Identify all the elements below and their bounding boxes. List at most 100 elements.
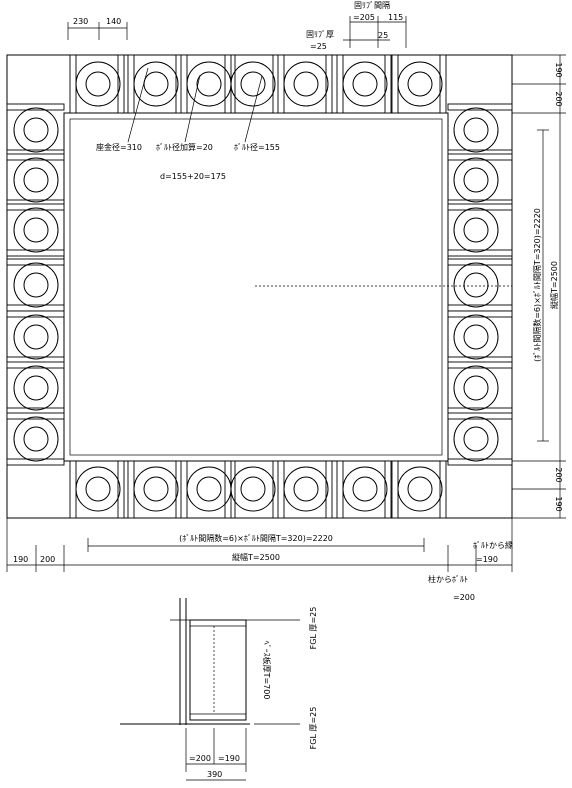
- stiffener-rib: [6, 258, 65, 266]
- bolt-pitch-vertical: (ﾎﾞﾙﾄ間隔数=6)×ﾎﾞﾙﾄ間隔T=320)=2220: [532, 208, 542, 362]
- washer-outer: [13, 107, 59, 153]
- stiffener-rib: [224, 460, 232, 519]
- note-seat-dia: 座金径=310: [96, 142, 142, 152]
- stiffener-rib: [447, 304, 513, 312]
- washer-outer: [453, 107, 499, 153]
- bolt-hole: [143, 476, 169, 502]
- bolt-hole: [23, 117, 49, 143]
- stiffener-rib: [6, 203, 65, 211]
- bolt-edge-value: =190: [476, 555, 498, 564]
- bolt-hole: [407, 476, 433, 502]
- stiffener-rib: [439, 54, 447, 114]
- bolt-hole: [463, 375, 489, 401]
- rib-thickness-label: 固ﾘﾌﾞ厚: [306, 30, 334, 39]
- dim-230: 230: [73, 17, 88, 26]
- section-dim-200: =200: [189, 754, 211, 763]
- bolt-hole: [196, 476, 222, 502]
- washer-outer: [230, 466, 276, 512]
- bolt-hole: [463, 426, 489, 452]
- rib-pitch-label: 固ﾘﾌﾞ間隔: [354, 1, 390, 10]
- washer-outer: [186, 466, 232, 512]
- stiffener-rib: [180, 54, 188, 114]
- stiffener-rib: [447, 153, 513, 161]
- stiffener-rib: [325, 460, 333, 519]
- stiffener-rib: [6, 310, 65, 318]
- stiffener-rib: [391, 460, 399, 519]
- plate-width-horizontal: 縦幅T=2500: [232, 552, 280, 562]
- washer-outer: [397, 466, 443, 512]
- bolt-hole: [143, 71, 169, 97]
- stiffener-rib: [6, 103, 65, 111]
- bolt-hole: [463, 272, 489, 298]
- washer-outer: [453, 262, 499, 308]
- anchor-bolts: [13, 61, 499, 512]
- bolt-hole: [23, 272, 49, 298]
- stiffener-rib: [447, 258, 513, 266]
- washer-outer: [13, 262, 59, 308]
- washer-outer: [13, 416, 59, 462]
- stiffener-rib: [69, 54, 77, 114]
- bolt-hole: [85, 476, 111, 502]
- washer-outer: [186, 61, 232, 107]
- bolt-edge-label: ﾎﾞﾙﾄから縁: [473, 540, 513, 550]
- washer-outer: [75, 466, 121, 512]
- stiffener-rib: [336, 460, 344, 519]
- dim-200-left: 200: [40, 555, 55, 564]
- washer-outer: [397, 61, 443, 107]
- stiffener-rib: [447, 203, 513, 211]
- bolt-hole: [463, 217, 489, 243]
- dim-190-top: 190: [554, 62, 563, 77]
- leader-seat: [127, 67, 149, 143]
- stiffener-rib: [439, 460, 447, 519]
- washer-outer: [230, 61, 276, 107]
- bolt-hole: [463, 167, 489, 193]
- stiffener-rib: [127, 460, 135, 519]
- stiffener-rib: [336, 54, 344, 114]
- leader-bolt: [244, 75, 263, 143]
- note-bolt-dia: ﾎﾞﾙﾄ径=155: [234, 142, 280, 152]
- right-dimensions: [512, 54, 566, 519]
- section-dim-190: =190: [218, 754, 240, 763]
- stiffener-rib: [447, 310, 513, 318]
- washer-outer: [453, 314, 499, 360]
- stiffener-rib: [69, 460, 77, 519]
- bolt-pitch-horizontal: (ﾎﾞﾙﾄ間隔数=6)×ﾎﾞﾙﾄ間隔T=320)=2220: [179, 533, 333, 543]
- bolt-hole: [196, 71, 222, 97]
- washer-outer: [13, 314, 59, 360]
- stiffener-ribs: [6, 54, 513, 519]
- column-inner-outline: [69, 118, 443, 456]
- washer-outer: [453, 365, 499, 411]
- plate-length-vertical: 縦幅T=2500: [549, 261, 559, 309]
- bolt-hole: [85, 71, 111, 97]
- washer-outer: [13, 157, 59, 203]
- washer-outer: [453, 207, 499, 253]
- bolt-hole: [23, 324, 49, 350]
- stiffener-rib: [117, 460, 125, 519]
- washer-outer: [13, 207, 59, 253]
- stiffener-rib: [447, 361, 513, 369]
- stiffener-rib: [6, 361, 65, 369]
- stiffener-rib: [6, 249, 65, 257]
- bottom-dimensions: [6, 518, 513, 572]
- section-view: [120, 598, 300, 781]
- dim-200-bottom: 200: [554, 467, 563, 482]
- stiffener-rib: [6, 458, 65, 466]
- bolt-hole: [23, 426, 49, 452]
- bolt-hole: [240, 71, 266, 97]
- washer-outer: [342, 466, 388, 512]
- rib-pitch-value: =205: [353, 13, 375, 22]
- stiffener-rib: [117, 54, 125, 114]
- leader-bolt-add: [184, 74, 201, 143]
- washer-outer: [453, 416, 499, 462]
- washer-outer: [13, 365, 59, 411]
- stiffener-rib: [6, 412, 65, 420]
- dim-140: 140: [106, 17, 121, 26]
- fgl-bottom: FGL 厚=25: [309, 707, 318, 750]
- col-bolt-label: 柱からﾎﾞﾙﾄ: [428, 574, 468, 584]
- stiffener-rib: [127, 54, 135, 114]
- stiffener-rib: [447, 103, 513, 111]
- col-bolt-value: =200: [453, 593, 475, 602]
- stiffener-rib: [277, 460, 285, 519]
- dim-25: 25: [378, 31, 388, 40]
- stiffener-rib: [384, 460, 392, 519]
